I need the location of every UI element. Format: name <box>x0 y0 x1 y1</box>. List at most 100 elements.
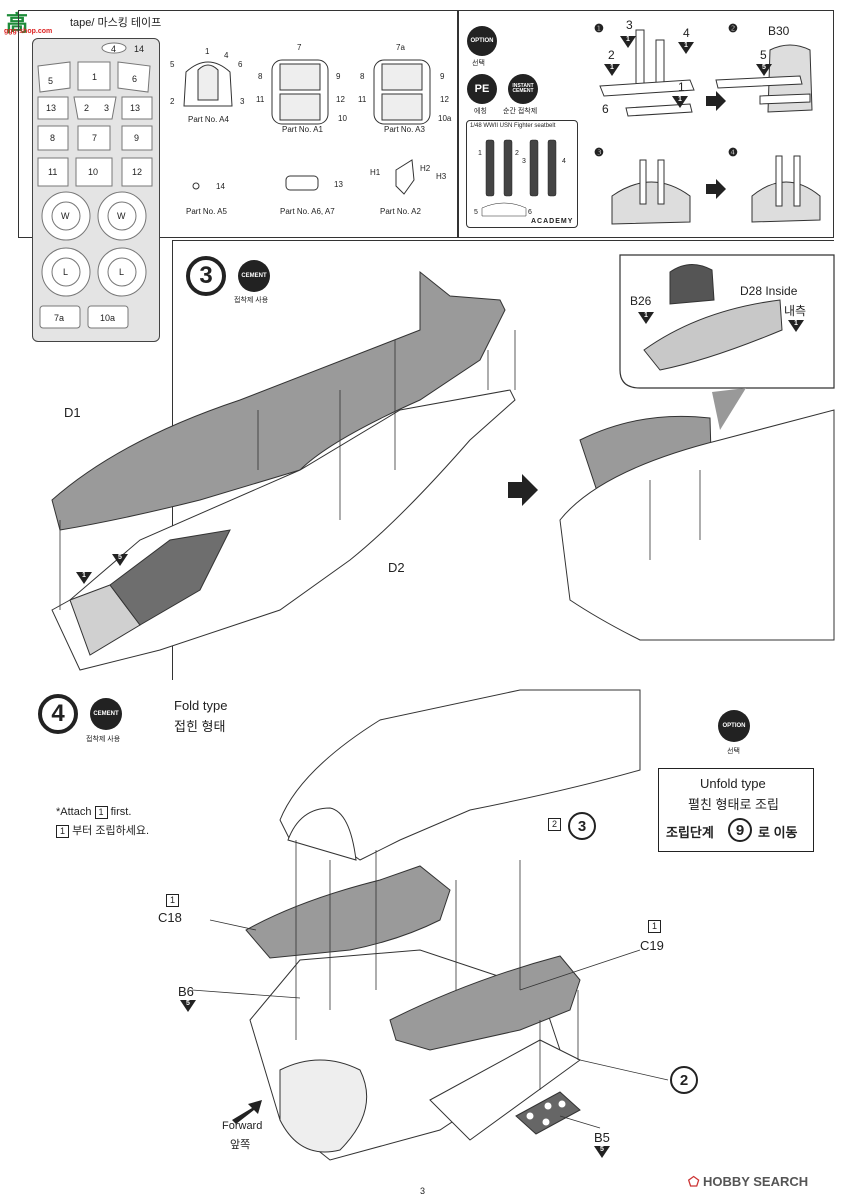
step3-label-d28: D28 Inside <box>740 284 798 298</box>
goto-pre: 조립단계 <box>666 825 714 840</box>
sheet-label: W <box>117 211 126 221</box>
a4-num: 5 <box>170 60 175 69</box>
forward-en: Forward <box>222 1120 263 1132</box>
unfold-box <box>658 768 814 852</box>
sb-tri: 1 <box>604 64 620 76</box>
sheet-label: 3 <box>104 103 110 113</box>
sheet-label: 12 <box>132 167 143 177</box>
a4-num: 4 <box>224 51 229 60</box>
part-label-a5: Part No. A5 <box>186 207 227 216</box>
a3-num: 9 <box>440 72 445 81</box>
sheet-label: 5 <box>48 76 54 86</box>
step3-cement-badge: CEMENT <box>238 260 270 292</box>
pe-num: 2 <box>515 150 519 157</box>
step4-cement-ko: 접착제 사용 <box>86 736 121 743</box>
goto-step-num: 9 <box>728 818 752 842</box>
sheet-label: 7 <box>92 133 98 143</box>
sb-step-4: ❹ <box>728 147 738 159</box>
sb-step-3: ❸ <box>594 147 604 159</box>
step4-box1b: 1 <box>648 920 661 933</box>
part-label-a1: Part No. A1 <box>282 125 323 134</box>
option-badge: OPTION <box>467 26 497 56</box>
sheet-label: 1 <box>92 72 98 82</box>
sb-step-2: ❷ <box>728 23 738 35</box>
pe-num: 3 <box>522 158 526 165</box>
pe-num: 6 <box>528 209 532 216</box>
sb-tri: 1 <box>678 42 694 54</box>
step3-tri: 1 <box>788 320 804 332</box>
step3-tri: 1 <box>638 312 654 324</box>
step3-cement-ko: 접착제 사용 <box>234 297 269 304</box>
sheet-label: 4 <box>111 44 117 54</box>
step4-fold-ko: 접힌 형태 <box>174 719 226 734</box>
sheet-label: 10 <box>88 167 99 177</box>
step3-tri: 5 <box>112 554 128 566</box>
a6-num: 13 <box>334 180 343 189</box>
academy-logo: ACADEMY <box>531 218 574 225</box>
a1-num: 11 <box>256 95 265 104</box>
sb-tri: 1 <box>672 96 688 108</box>
unfold-en: Unfold type <box>700 776 766 791</box>
sb-step-1: ❶ <box>594 23 604 35</box>
pe-num: 4 <box>562 158 566 165</box>
instant-cement-badge: INSTANT CEMENT <box>508 74 538 104</box>
pe-num: 1 <box>478 150 482 157</box>
step3-label-d1: D1 <box>64 405 81 420</box>
attach-en: *Attach <box>56 806 92 818</box>
page-number: 3 <box>420 1186 426 1196</box>
hobby-search-icon: ⬠ <box>688 1174 700 1189</box>
sheet-label: W <box>61 211 70 221</box>
a3-num: 11 <box>358 95 367 104</box>
a4-num: 2 <box>170 97 175 106</box>
watermark-logo: 高 ggg-shop.com <box>4 6 74 37</box>
step4-attach-note: *Attach 1 first. <box>56 806 131 819</box>
step4-circle-2: 2 <box>670 1066 698 1094</box>
part-label-a6a7: Part No. A6, A7 <box>280 207 335 216</box>
hobby-search-logo: ⬠ HOBBY SEARCH <box>688 1174 808 1190</box>
seatbelt-panel <box>458 10 834 238</box>
sheet-label: 13 <box>46 103 57 113</box>
a1-num: 9 <box>336 72 341 81</box>
sheet-label: L <box>119 267 125 277</box>
a2-num: H2 <box>420 164 431 173</box>
ref-step-3: 3 <box>568 812 596 840</box>
a3-num: 12 <box>440 95 449 104</box>
sheet-label: 13 <box>130 103 141 113</box>
step4-fold-en: Fold type <box>174 698 228 713</box>
a1-num: 7 <box>297 43 302 52</box>
step3-label-b26: B26 <box>630 294 652 308</box>
watermark-logo-glyph: 高 <box>6 12 29 37</box>
a5-num: 14 <box>216 182 225 191</box>
step4-option-ko: 선택 <box>727 748 740 755</box>
unfold-ko: 펼친 형태로 조립 <box>688 797 779 812</box>
attach-ko: 부터 조립하세요. <box>72 825 150 837</box>
a4-num: 3 <box>240 97 245 106</box>
sheet-label: 11 <box>48 167 58 177</box>
a4-num: 6 <box>238 60 243 69</box>
part-label-a3: Part No. A3 <box>384 125 425 134</box>
part-label-a2: Part No. A2 <box>380 207 421 216</box>
a1-num: 10 <box>338 114 347 123</box>
sheet-label: 14 <box>134 44 145 54</box>
hobby-search-text: HOBBY SEARCH <box>702 1174 809 1189</box>
step3-label-d2: D2 <box>388 560 405 575</box>
attach-first: first. <box>110 806 132 818</box>
pe-ko: 에칭 <box>474 108 487 115</box>
a1-num: 12 <box>336 95 345 104</box>
step4-label-b6: B6 <box>178 984 194 999</box>
sb-callout-4: 4 <box>683 26 690 40</box>
option-ko: 선택 <box>472 60 485 67</box>
step4-label-c18: C18 <box>158 910 182 925</box>
sb-tri: 5 <box>756 64 772 76</box>
step4-cement-badge: CEMENT <box>90 698 122 730</box>
step4-tri-b6: 5 <box>180 1000 196 1012</box>
step4-label-c19: C19 <box>640 938 664 953</box>
a2-num: H3 <box>436 172 447 181</box>
sheet-label: 9 <box>134 133 140 143</box>
instant-cement-ko: 순간 접착제 <box>503 108 538 115</box>
a1-num: 8 <box>258 72 263 81</box>
sb-callout-b30: B30 <box>768 24 790 38</box>
sheet-label: L <box>63 267 69 277</box>
attach-box-ko: 1 <box>56 825 69 838</box>
masking-panel <box>18 10 458 238</box>
